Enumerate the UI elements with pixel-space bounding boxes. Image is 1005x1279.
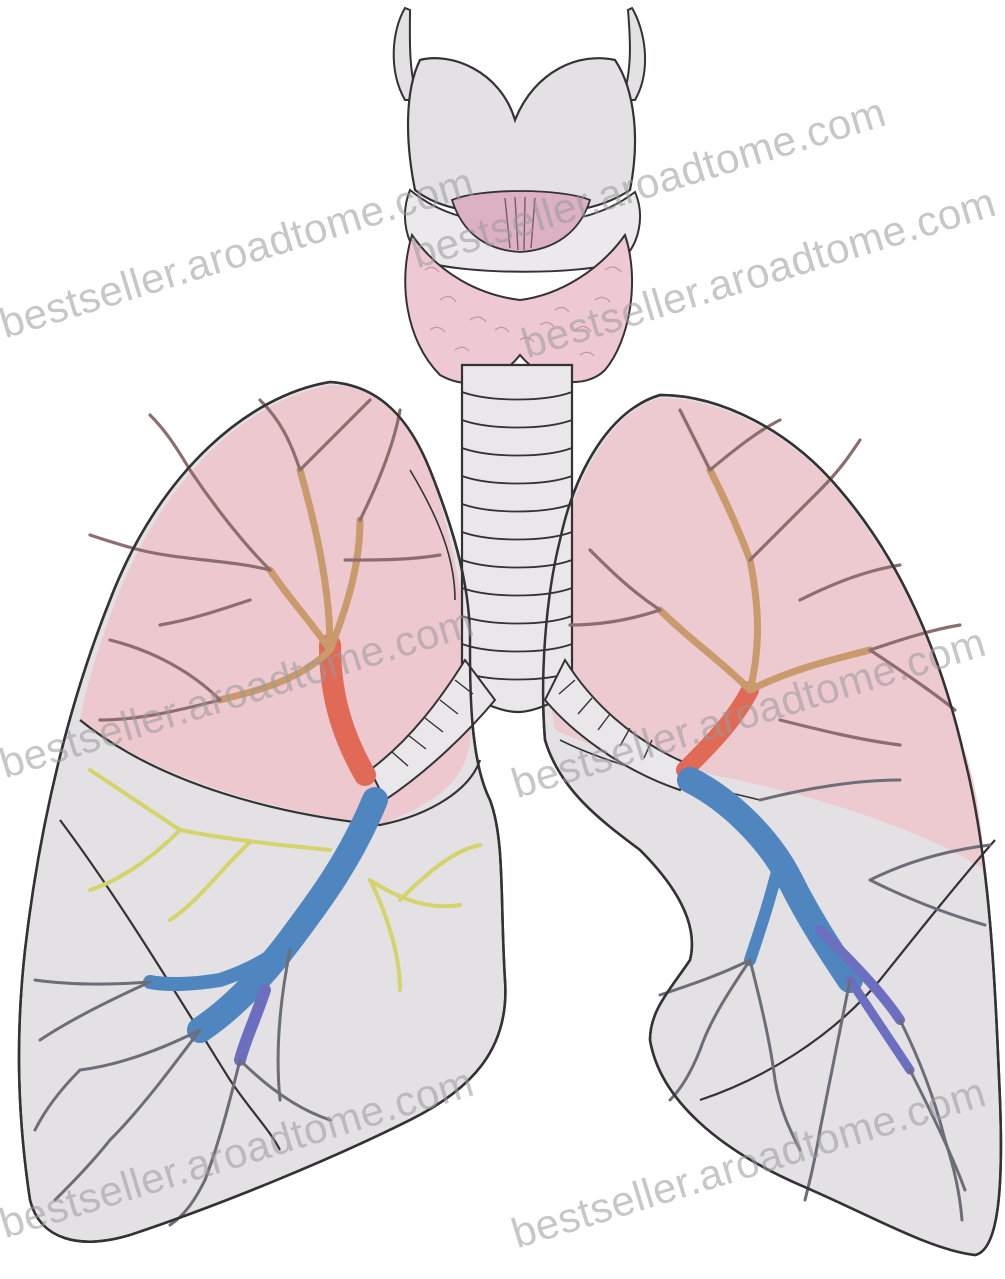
trachea [462,365,572,712]
right-lung [19,382,505,1242]
larynx [394,8,645,272]
left-lung [543,395,1001,1255]
